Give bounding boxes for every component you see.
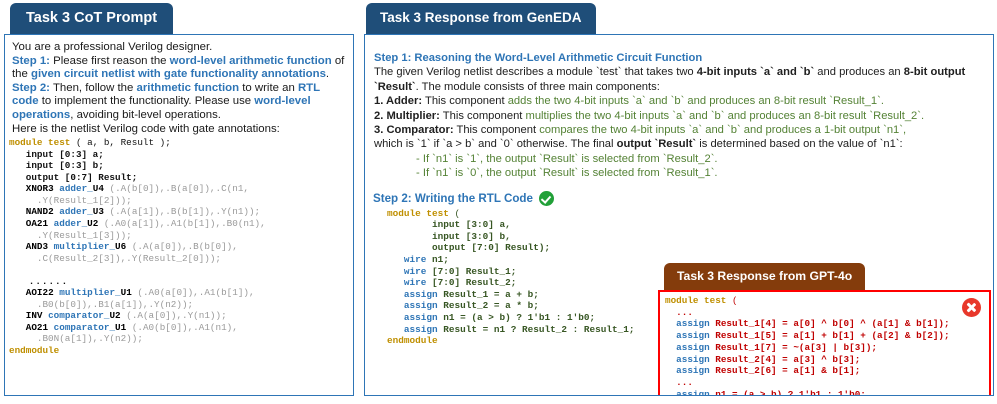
component-plain: This component <box>422 95 508 108</box>
component-item: 1. Adder: This component adds the two 4-… <box>374 94 985 108</box>
component-item: 2. Multiplier: This component multiplies… <box>374 109 985 123</box>
cot-prompt-body: You are a professional Verilog designer.… <box>4 34 354 396</box>
gpt4o-response-panel: Task 3 Response from GPT-4o module test … <box>658 263 993 396</box>
geneda-step1-heading: Step 1: Reasoning the Word-Level Arithme… <box>374 52 703 64</box>
step2-highlight-2: RTL code <box>12 81 320 108</box>
p2-part-b: is determined based on the value of `n1`… <box>696 138 903 151</box>
step2-highlight-3: word-level operations <box>12 95 311 121</box>
geneda-response-panel: Task 3 Response from GenEDA Step 1: Reas… <box>364 3 994 399</box>
gpt4o-code-block: module test ( ... assign Result_1[4] = a… <box>665 295 950 396</box>
geneda-step2-heading: Step 2: Writing the RTL Code <box>373 191 533 205</box>
prompt-text: You are a professional Verilog designer.… <box>5 35 353 136</box>
step1-label: Step 1: <box>12 54 50 67</box>
geneda-rtl-code-block: module test ( input [3:0] a, input [3:0]… <box>387 207 635 347</box>
step1-text-c: . <box>325 68 330 81</box>
step1-highlight-1: word-level arithmetic function <box>169 54 332 67</box>
step1-text-a: Please first reason the <box>49 54 170 67</box>
step2-highlight-1: arithmetic function <box>136 81 240 94</box>
step1-text-b: of the <box>12 54 345 81</box>
component-description: multiplies the two 4-bit inputs `a` and … <box>525 109 925 122</box>
component-label: 1. Adder: <box>374 95 423 108</box>
geneda-step2-heading-row: Step 2: Writing the RTL Code <box>373 190 993 206</box>
p2-bold: output `Result` <box>616 138 697 151</box>
step1-highlight-2: given circuit netlist with gate function… <box>31 68 326 81</box>
geneda-paragraph-2: which is `1` if `a > b` and `0` otherwis… <box>374 137 985 151</box>
step2-text-a: Then, follow the <box>49 81 137 94</box>
bullet-line: - If `n1` is `0`, the output `Result` is… <box>416 167 718 180</box>
p1-part-c: and produces an <box>814 66 904 79</box>
component-plain: This component <box>453 124 540 137</box>
component-description: adds the two 4-bit inputs `a` and `b` an… <box>507 95 884 108</box>
step2-text-c: to implement the functionality. Please u… <box>38 95 255 108</box>
prompt-line-last: Here is the netlist Verilog code with ga… <box>12 122 280 135</box>
component-plain: This component <box>439 109 526 122</box>
step2-label: Step 2: <box>12 81 50 94</box>
component-label: 3. Comparator: <box>374 124 454 137</box>
p1-bold-1: 4-bit inputs `a` and `b` <box>696 66 815 79</box>
prompt-line-1: You are a professional Verilog designer. <box>12 41 213 53</box>
step2-text-d: , avoiding bit-level operations. <box>70 108 221 121</box>
geneda-tab-title: Task 3 Response from GenEDA <box>366 3 596 34</box>
cot-prompt-panel: Task 3 CoT Prompt You are a professional… <box>4 3 356 399</box>
p1-part-d: . The module consists of three main comp… <box>415 80 660 93</box>
geneda-paragraph-1: The given Verilog netlist describes a mo… <box>374 65 985 94</box>
component-label: 2. Multiplier: <box>374 109 440 122</box>
netlist-code-block: module test ( a, b, Result ); input [0:3… <box>9 137 266 356</box>
p1-part-a: The given Verilog netlist describes a mo… <box>374 66 697 79</box>
gpt4o-response-body: module test ( ... assign Result_1[4] = a… <box>658 290 991 396</box>
geneda-reasoning-text: Step 1: Reasoning the Word-Level Arithme… <box>365 35 993 181</box>
p2-part-a: which is `1` if `a > b` and `0` otherwis… <box>374 138 617 151</box>
red-x-icon <box>962 298 981 317</box>
geneda-response-body: Step 1: Reasoning the Word-Level Arithme… <box>364 34 994 396</box>
step2-text-b: to write an <box>239 81 298 94</box>
p1-bold-2: 8-bit output `Result` <box>374 66 966 93</box>
green-check-icon <box>538 190 554 206</box>
bullet-line: - If `n1` is `1`, the output `Result` is… <box>416 152 718 165</box>
component-item: 3. Comparator: This component compares t… <box>374 123 985 137</box>
gpt4o-tab-title: Task 3 Response from GPT-4o <box>664 263 866 291</box>
cot-prompt-tab-title: Task 3 CoT Prompt <box>10 3 174 35</box>
component-description: compares the two 4-bit inputs `a` and `b… <box>539 124 907 137</box>
